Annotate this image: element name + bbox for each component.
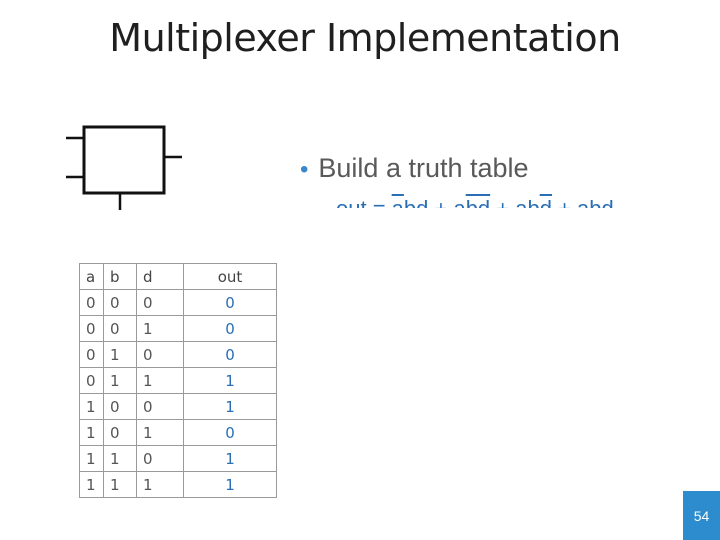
mux-block — [82, 125, 166, 195]
table-row: 1 0 0 1 — [79, 393, 277, 420]
table-cell-out: 0 — [183, 289, 277, 316]
column-header-a: a — [79, 263, 104, 290]
table-cell: 0 — [136, 289, 184, 316]
table-cell: 0 — [79, 367, 104, 394]
slide-title: Multiplexer Implementation — [109, 16, 621, 60]
table-cell: 0 — [79, 341, 104, 368]
column-header-b: b — [103, 263, 137, 290]
table-cell: 1 — [103, 471, 137, 498]
table-cell: 0 — [103, 315, 137, 342]
eq-term: + ab — [490, 196, 539, 208]
bullet-dot-icon: • — [300, 156, 309, 183]
table-cell-out: 0 — [183, 315, 277, 342]
table-cell: 1 — [79, 445, 104, 472]
table-cell: 0 — [103, 419, 137, 446]
table-cell: 1 — [103, 367, 137, 394]
truth-table: a b d out 0 0 0 0 0 0 1 0 0 1 0 0 0 1 1 — [79, 263, 277, 498]
table-cell: 0 — [136, 341, 184, 368]
eq-term: a — [392, 196, 404, 208]
output-equation: out = abd + abd + abd + abd — [336, 196, 614, 208]
page-number-badge: 54 — [683, 491, 720, 540]
eq-term: out = — [336, 196, 392, 208]
table-row: 0 1 0 0 — [79, 341, 277, 368]
table-cell: 1 — [136, 419, 184, 446]
table-cell-out: 0 — [183, 419, 277, 446]
table-cell-out: 1 — [183, 367, 277, 394]
table-cell: 0 — [136, 445, 184, 472]
table-cell: 1 — [79, 419, 104, 446]
eq-term: bd + a — [404, 196, 466, 208]
table-cell: 1 — [103, 445, 137, 472]
table-row: 1 1 0 1 — [79, 445, 277, 472]
bullet-item: • Build a truth table — [300, 153, 529, 184]
table-cell: 0 — [79, 289, 104, 316]
table-cell: 1 — [79, 471, 104, 498]
table-cell: 0 — [103, 393, 137, 420]
table-cell-out: 1 — [183, 445, 277, 472]
column-header-d: d — [136, 263, 184, 290]
eq-term: d — [540, 196, 552, 208]
column-header-out: out — [183, 263, 277, 290]
table-cell: 0 — [103, 289, 137, 316]
table-row: 0 0 0 0 — [79, 289, 277, 316]
table-cell-out: 1 — [183, 393, 277, 420]
multiplexer-diagram — [66, 125, 182, 210]
table-cell-out: 1 — [183, 471, 277, 498]
table-row: 0 0 1 0 — [79, 315, 277, 342]
eq-term: + abd — [552, 196, 614, 208]
table-cell: 0 — [79, 315, 104, 342]
table-cell-out: 0 — [183, 341, 277, 368]
table-cell: 1 — [136, 367, 184, 394]
table-cell: 0 — [136, 393, 184, 420]
table-cell: 1 — [79, 393, 104, 420]
eq-term: bd — [466, 196, 490, 208]
table-row: 1 1 1 1 — [79, 471, 277, 498]
table-row: 1 0 1 0 — [79, 419, 277, 446]
table-cell: 1 — [136, 315, 184, 342]
bullet-area: •Build a truth table out = abd + abd + a… — [300, 150, 660, 208]
table-header-row: a b d out — [79, 263, 277, 290]
table-cell: 1 — [103, 341, 137, 368]
table-cell: 1 — [136, 471, 184, 498]
table-row: 0 1 1 1 — [79, 367, 277, 394]
bullet-text: Build a truth table — [318, 153, 529, 183]
